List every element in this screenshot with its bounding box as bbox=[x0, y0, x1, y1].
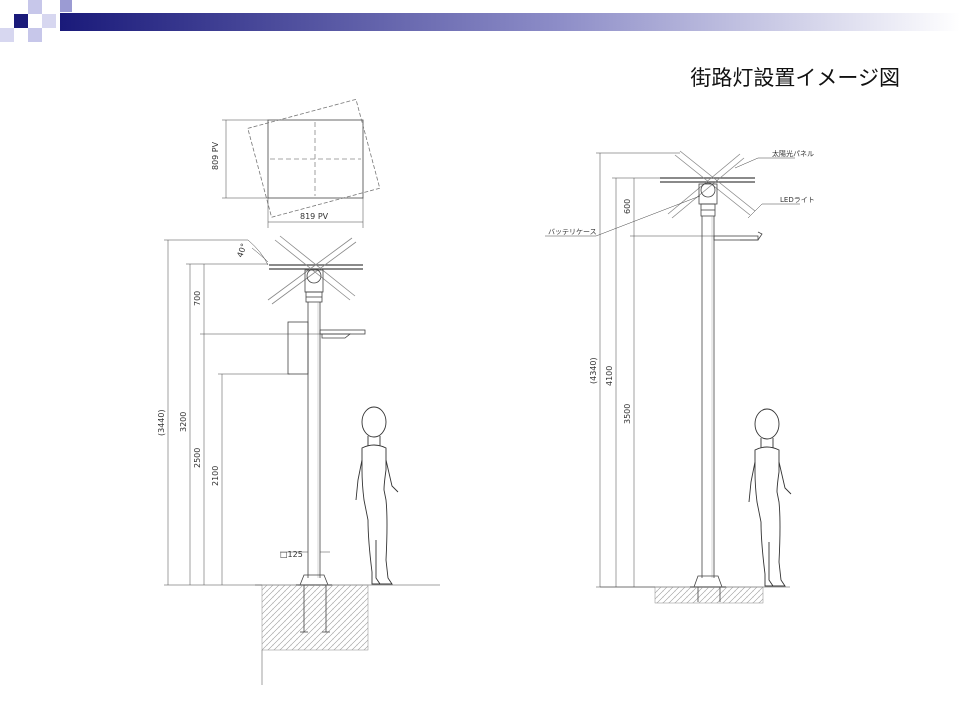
left-dimension-labels: 809 PV 819 PV 40° (3440) 3200 700 2500 2… bbox=[157, 141, 329, 559]
decor-squares bbox=[0, 0, 72, 42]
dim-4100: 4100 bbox=[605, 366, 614, 386]
left-drawing bbox=[164, 98, 440, 685]
dim-700: 700 bbox=[193, 291, 202, 306]
dim-total-right: (4340) bbox=[589, 357, 598, 384]
panel-top-view bbox=[222, 98, 381, 228]
dim-3500: 3500 bbox=[623, 404, 632, 424]
dim-3200: 3200 bbox=[179, 412, 188, 432]
dim-panel-height: 809 PV bbox=[211, 141, 220, 170]
right-dimensions bbox=[545, 152, 800, 588]
dim-pole-size: □125 bbox=[280, 550, 303, 559]
label-battery-case: バッテリケース bbox=[548, 228, 597, 236]
right-dimension-labels: (4340) 4100 600 3500 太陽光パネル LEDライト バッテリケ… bbox=[548, 149, 815, 424]
left-pole bbox=[287, 268, 366, 586]
right-human-figure bbox=[748, 408, 792, 587]
dim-2100: 2100 bbox=[211, 466, 220, 486]
page-title: 街路灯設置イメージ図 bbox=[690, 66, 900, 90]
left-human-figure bbox=[355, 406, 399, 585]
right-drawing bbox=[545, 150, 800, 604]
dim-panel-width: 819 PV bbox=[300, 212, 329, 221]
label-led-light: LEDライト bbox=[780, 196, 815, 204]
left-ground bbox=[255, 584, 440, 685]
dim-tilt-angle: 40° bbox=[235, 242, 248, 258]
header-bar bbox=[0, 0, 960, 42]
right-panel bbox=[660, 150, 756, 219]
left-dimensions bbox=[164, 239, 330, 586]
dim-2500: 2500 bbox=[193, 448, 202, 468]
dim-total-left: (3440) bbox=[157, 409, 166, 436]
right-pole bbox=[690, 182, 763, 588]
label-solar-panel: 太陽光パネル bbox=[772, 149, 814, 158]
right-ground bbox=[600, 586, 790, 604]
dim-600: 600 bbox=[623, 199, 632, 214]
